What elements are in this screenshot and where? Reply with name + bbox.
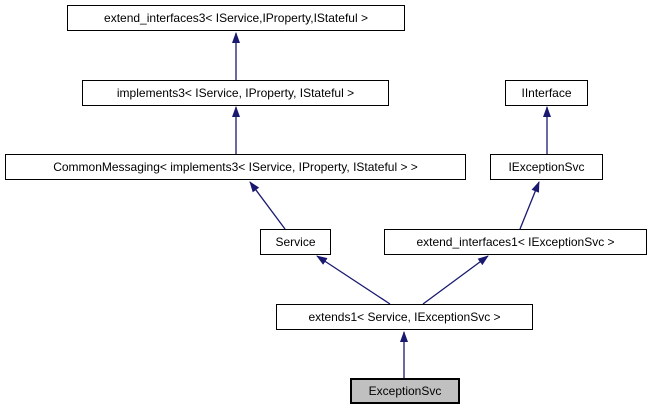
class-node-commonmessaging[interactable]: CommonMessaging< implements3< IService, … [5,154,466,180]
class-node-service[interactable]: Service [260,229,331,255]
class-node-extend-interfaces1[interactable]: extend_interfaces1< IExceptionSvc > [384,229,647,255]
class-node-iinterface[interactable]: IInterface [505,80,588,106]
class-node-exceptionsvc-current: ExceptionSvc [350,378,460,404]
inheritance-arrow-extends1-to-extend-interfaces1 [422,255,489,305]
inheritance-arrow-service-to-commonmessaging [249,181,286,230]
class-node-extends1[interactable]: extends1< Service, IExceptionSvc > [276,304,533,330]
inheritance-arrow-extend-interfaces1-to-iexceptionsvc [519,181,540,230]
class-node-extend-interfaces3[interactable]: extend_interfaces3< IService,IProperty,I… [67,5,405,31]
class-node-iexceptionsvc[interactable]: IExceptionSvc [490,154,603,180]
inheritance-arrow-extends1-to-service [316,255,391,305]
class-node-implements3[interactable]: implements3< IService, IProperty, IState… [82,80,389,106]
